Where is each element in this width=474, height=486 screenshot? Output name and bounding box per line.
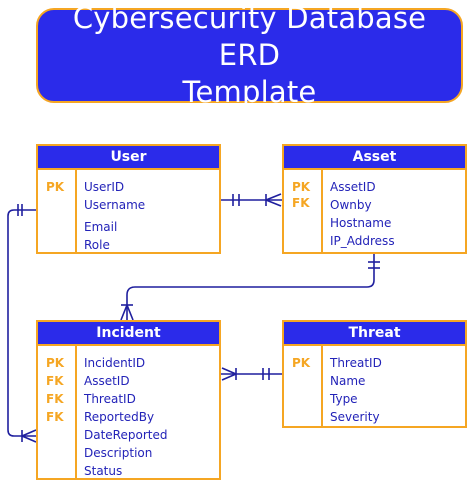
entity-incident: Incident PK FK FK FK IncidentID AssetID …: [36, 320, 221, 480]
entity-asset: Asset PK FK AssetID Ownby Hostname IP_Ad…: [282, 144, 467, 254]
attribute-severity: Severity: [330, 410, 380, 424]
attribute-status: Status: [84, 464, 123, 478]
attribute-assetid: AssetID: [84, 374, 130, 388]
connector-asset-incident: [120, 254, 380, 321]
entity-threat-key-column: [284, 346, 323, 426]
attribute-description: Description: [84, 446, 153, 460]
key-label: FK: [46, 374, 64, 388]
connector-incident-threat: [221, 367, 282, 381]
connector-user-asset: [221, 193, 282, 207]
attribute-threatid: ThreatID: [330, 356, 382, 370]
attribute-threatid: ThreatID: [84, 392, 136, 406]
key-label: PK: [46, 356, 65, 370]
entity-threat: Threat PK ThreatID Name Type Severity: [282, 320, 467, 428]
entity-asset-header: Asset: [284, 146, 465, 170]
attribute-datereported: DateReported: [84, 428, 168, 442]
attribute-role: Role: [84, 238, 110, 252]
entity-incident-header: Incident: [38, 322, 219, 346]
key-label: FK: [46, 392, 64, 406]
entity-user-body: PK UserID Username Email Role: [38, 170, 219, 252]
attribute-type: Type: [330, 392, 358, 406]
attribute-email: Email: [84, 220, 118, 234]
key-label: PK: [292, 356, 311, 370]
key-label: PK: [46, 180, 65, 194]
attribute-incidentid: IncidentID: [84, 356, 146, 370]
key-label: PK: [292, 180, 311, 194]
title-line-2: Template: [182, 75, 317, 109]
entity-user-key-column: [38, 170, 77, 252]
title-line-1: Cybersecurity Database ERD: [72, 1, 427, 72]
attribute-ip-address: IP_Address: [330, 234, 395, 248]
attribute-hostname: Hostname: [330, 216, 392, 230]
entity-user-header: User: [38, 146, 219, 170]
attribute-reportedby: ReportedBy: [84, 410, 155, 424]
entity-user: User PK UserID Username Email Role: [36, 144, 221, 254]
entity-incident-body: PK FK FK FK IncidentID AssetID ThreatID …: [38, 346, 219, 478]
diagram-title: Cybersecurity Database ERD Template: [36, 1, 463, 109]
key-label: FK: [46, 410, 64, 424]
attribute-userid: UserID: [84, 180, 125, 194]
key-label: FK: [292, 196, 310, 210]
entity-threat-body: PK ThreatID Name Type Severity: [284, 346, 465, 426]
entity-asset-body: PK FK AssetID Ownby Hostname IP_Address: [284, 170, 465, 252]
entity-incident-key-column: [38, 346, 77, 478]
attribute-assetid: AssetID: [330, 180, 376, 194]
entity-asset-key-column: [284, 170, 323, 252]
attribute-username: Username: [84, 198, 146, 212]
attribute-name: Name: [330, 374, 366, 388]
connector-user-incident: [7, 204, 37, 443]
entity-threat-header: Threat: [284, 322, 465, 346]
attribute-ownby: Ownby: [330, 198, 372, 212]
